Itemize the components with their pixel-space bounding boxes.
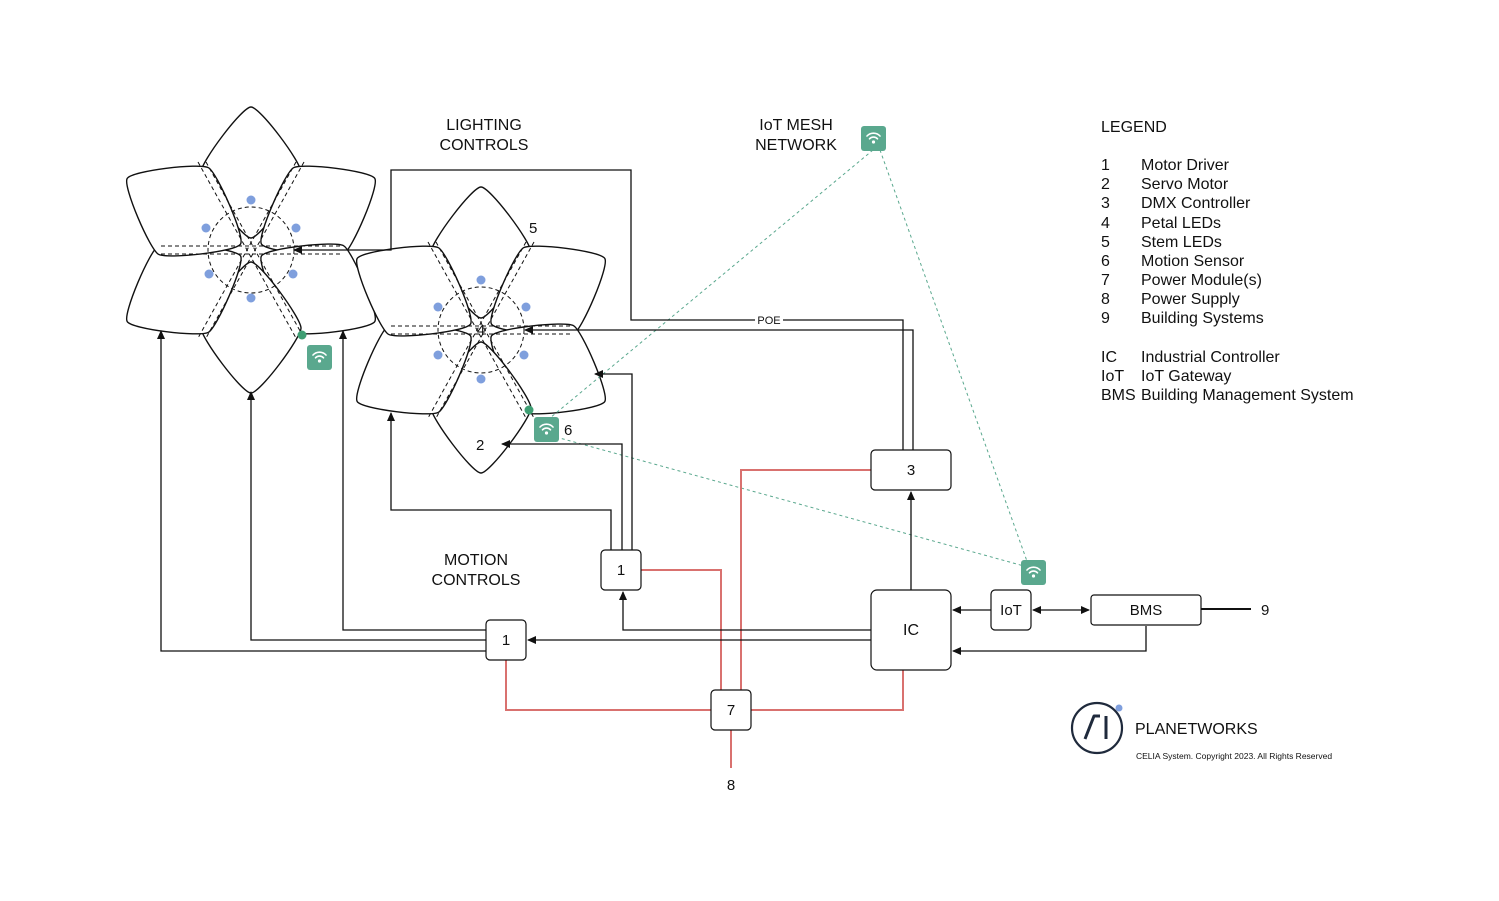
wifi-icon <box>307 345 332 370</box>
bms-label: BMS <box>1130 602 1163 619</box>
planetworks-ai-logo <box>1070 701 1124 755</box>
power-lines <box>505 469 904 768</box>
industrial-controller[interactable]: IC <box>870 589 952 671</box>
wire <box>952 626 1147 655</box>
stem-dash-lines <box>391 241 571 419</box>
legend-value: Building Management System <box>1141 387 1354 404</box>
iot-gateway-label: IoT <box>1000 602 1022 619</box>
legend: LEGEND 1 Motor Driver 2 Servo Motor 3 DM… <box>1101 119 1354 404</box>
motor-driver-upper[interactable]: 1 <box>600 549 642 591</box>
stem-dash-lines <box>161 161 341 339</box>
wifi-icon <box>1021 560 1046 585</box>
legend-value: IoT Gateway <box>1141 368 1231 385</box>
poe-label-bg <box>755 313 783 327</box>
flower-left <box>101 106 401 394</box>
lighting-controls-label-1: LIGHTING <box>446 117 522 134</box>
brand-name: PLANETWORKS <box>1135 721 1258 738</box>
lighting-controls-label-2: CONTROLS <box>440 137 529 154</box>
wifi-icon <box>861 126 886 151</box>
mesh-link <box>549 149 874 419</box>
legend-value: Servo Motor <box>1141 176 1229 193</box>
legend-value: Petal LEDs <box>1141 215 1221 232</box>
motor-driver-lower[interactable]: 1 <box>485 619 527 661</box>
legend-value: Power Supply <box>1141 291 1240 308</box>
poe-label: POE <box>757 315 780 327</box>
legend-value: Industrial Controller <box>1141 349 1280 366</box>
brand-copyright: CELIA System. Copyright 2023. All Rights… <box>1136 751 1332 761</box>
legend-key: 7 <box>1101 272 1110 289</box>
legend-key: 2 <box>1101 176 1110 193</box>
dmx-controller-label: 3 <box>907 462 915 479</box>
legend-key: 8 <box>1101 291 1110 308</box>
dmx-controller[interactable]: 3 <box>870 449 952 491</box>
wire <box>247 391 486 641</box>
signal-wires <box>157 169 1251 655</box>
iot-gateway[interactable]: IoT <box>990 589 1032 631</box>
iot-mesh-label-1: IoT MESH <box>759 117 833 134</box>
wifi-icon <box>534 417 559 442</box>
legend-value: Motor Driver <box>1141 157 1230 174</box>
legend-key: IoT <box>1101 368 1124 385</box>
petal-led-dots <box>201 195 301 303</box>
legend-value: Motion Sensor <box>1141 253 1245 270</box>
wire <box>157 330 486 652</box>
power-line <box>505 660 711 711</box>
legend-numbered: 1 Motor Driver 2 Servo Motor 3 DMX Contr… <box>1101 157 1264 327</box>
wire-poe <box>293 169 904 450</box>
iot-mesh-links <box>549 149 1029 567</box>
legend-abbreviations: IC Industrial Controller IoT IoT Gateway… <box>1101 349 1354 404</box>
bms-box[interactable]: BMS <box>1090 594 1202 626</box>
motor-driver-upper-label: 1 <box>617 562 625 579</box>
wire <box>387 412 612 550</box>
flower-center-label: 4 <box>477 322 485 339</box>
motion-sensor-dot <box>297 330 307 340</box>
wire <box>594 370 633 550</box>
iot-mesh-label-2: NETWORK <box>755 137 837 154</box>
petal-led-dots <box>433 275 531 384</box>
legend-value: Power Module(s) <box>1141 272 1262 289</box>
legend-key: IC <box>1101 349 1117 366</box>
power-module[interactable]: 7 <box>710 689 752 731</box>
legend-key: BMS <box>1101 387 1136 404</box>
motion-sensor-dot <box>524 405 534 415</box>
legend-title: LEGEND <box>1101 119 1167 136</box>
servo-motor-marker: 2 <box>476 437 484 454</box>
legend-key: 4 <box>1101 215 1110 232</box>
power-line <box>641 569 722 690</box>
legend-key: 1 <box>1101 157 1110 174</box>
legend-key: 3 <box>1101 195 1110 212</box>
legend-value: Building Systems <box>1141 310 1264 327</box>
wire <box>339 330 486 631</box>
power-line <box>740 469 871 690</box>
power-module-label: 7 <box>727 702 735 719</box>
legend-value: Stem LEDs <box>1141 234 1222 251</box>
legend-key: 9 <box>1101 310 1110 327</box>
motor-driver-lower-label: 1 <box>502 632 510 649</box>
legend-value: DMX Controller <box>1141 195 1251 212</box>
wire <box>501 440 623 550</box>
industrial-controller-label: IC <box>903 622 919 639</box>
mesh-link <box>555 436 1025 567</box>
legend-key: 6 <box>1101 253 1110 270</box>
wire <box>619 591 871 631</box>
motion-sensor-marker: 6 <box>564 422 572 439</box>
building-systems-marker: 9 <box>1261 602 1269 619</box>
mesh-link <box>879 149 1029 565</box>
motion-controls-label-1: MOTION <box>444 552 508 569</box>
stem-leds-marker: 5 <box>529 220 537 237</box>
motion-controls-label-2: CONTROLS <box>432 572 521 589</box>
legend-key: 5 <box>1101 234 1110 251</box>
power-line <box>750 670 904 711</box>
power-supply-marker: 8 <box>727 777 735 794</box>
wire <box>524 326 914 450</box>
